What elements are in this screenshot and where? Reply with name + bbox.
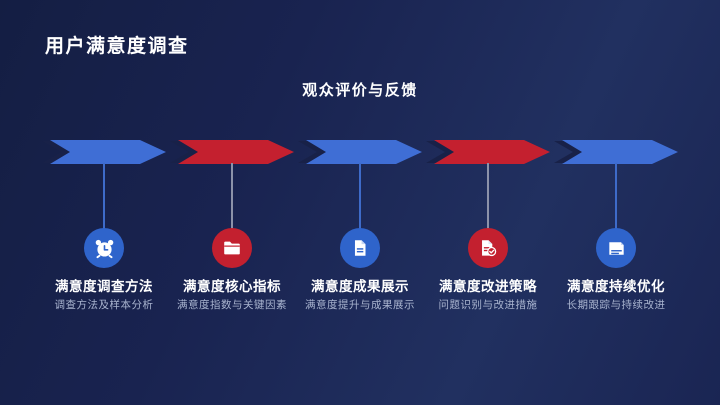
arrow-shape (170, 140, 294, 164)
step-title: 满意度调查方法 (55, 279, 153, 294)
arrow-shape (298, 140, 422, 164)
step-subtitle: 满意度提升与成果展示 (305, 299, 415, 311)
step-title: 满意度核心指标 (183, 279, 281, 294)
arrow-shape (42, 140, 166, 164)
step-subtitle: 满意度指数与关键因素 (177, 299, 287, 311)
step-subtitle: 问题识别与改进措施 (438, 299, 538, 311)
step-title: 满意度成果展示 (311, 279, 409, 294)
step-subtitle: 长期跟踪与持续改进 (566, 299, 666, 311)
arrow-shape (426, 140, 550, 164)
page-title: 用户满意度调查 (45, 36, 189, 57)
document-check-icon (468, 228, 508, 268)
steps-row: 满意度调查方法 调查方法及样本分析 满意度核心指标 满意度指数与关键因素 满意度… (40, 140, 680, 360)
step-subtitle: 调查方法及样本分析 (54, 299, 154, 311)
step-title: 满意度持续优化 (567, 279, 665, 294)
step-title: 满意度改进策略 (439, 279, 537, 294)
step-item-3: 满意度成果展示 满意度提升与成果展示 (296, 140, 424, 360)
step-item-2: 满意度核心指标 满意度指数与关键因素 (168, 140, 296, 360)
connector-line (487, 163, 489, 229)
connector-line (359, 163, 361, 229)
connector-line (103, 163, 105, 229)
step-item-4: 满意度改进策略 问题识别与改进措施 (424, 140, 552, 360)
alarm-clock-icon (84, 228, 124, 268)
folder-icon (212, 228, 252, 268)
connector-line (615, 163, 617, 229)
step-item-5: 满意度持续优化 长期跟踪与持续改进 (552, 140, 680, 360)
connector-line (231, 163, 233, 229)
step-item-1: 满意度调查方法 调查方法及样本分析 (40, 140, 168, 360)
arrow-shape (554, 140, 678, 164)
paper-lines-icon (596, 228, 636, 268)
document-lines-icon (340, 228, 380, 268)
subtitle: 观众评价与反馈 (302, 82, 418, 99)
